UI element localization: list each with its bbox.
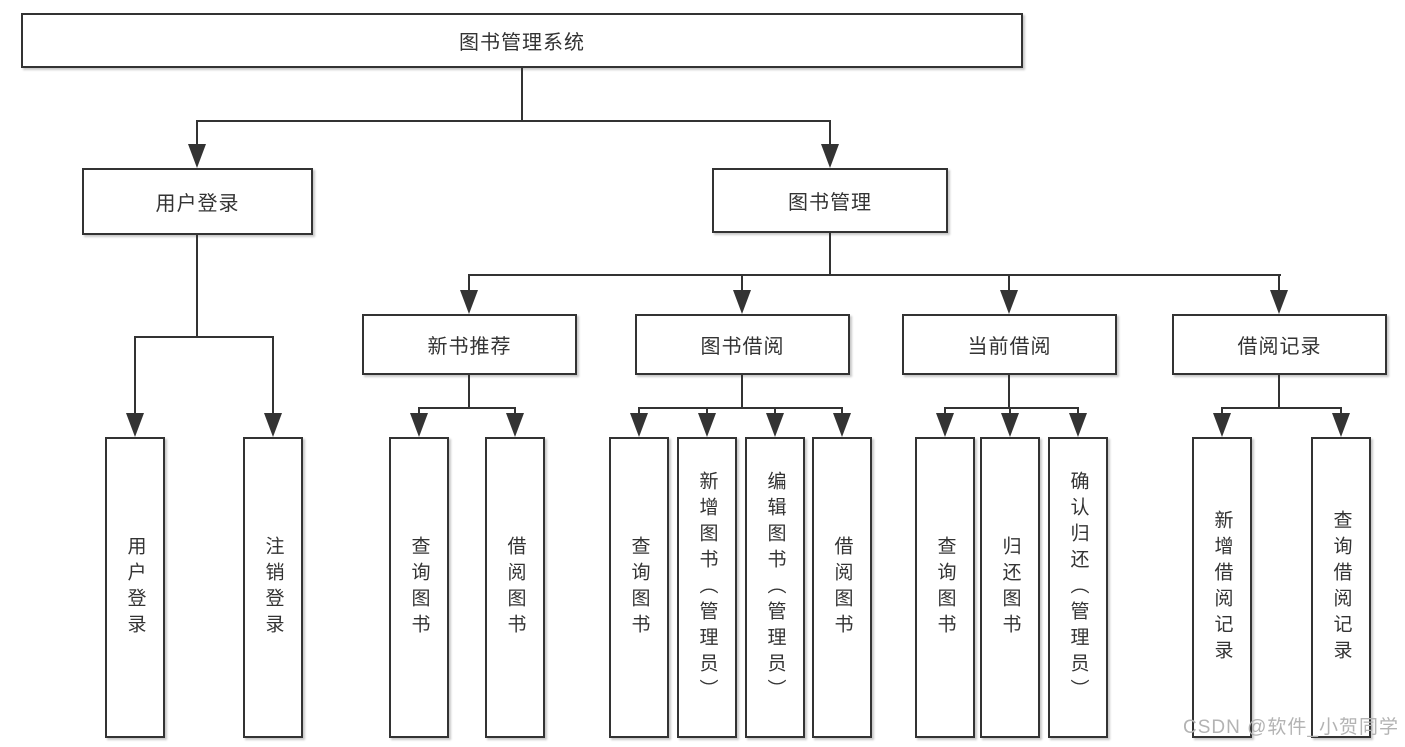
arrow-to-leaf-login [126,413,144,437]
node-book-borrow: 图书借阅 [635,314,850,375]
leaf-logout: 注销登录 [243,437,303,738]
node-user-login-label: 用户登录 [155,193,240,215]
arrow-to-leaf7 [766,413,784,437]
arrow-to-borrow-records [1270,290,1288,314]
node-book-management-label: 图书管理 [788,192,872,214]
arrow-to-leaf-logout [264,413,282,437]
node-new-book-recommend-label: 新书推荐 [427,336,512,358]
connector-stem-new-books [468,276,470,290]
connector-stem-leaf9 [944,409,946,413]
arrow-to-book-management [821,144,839,168]
connector-newbooks-hline [418,407,516,409]
connector-stem-leaf10 [1009,409,1011,413]
connector-bookborrow-hline [638,407,843,409]
connector-stem-leaf6 [706,409,708,413]
node-current-borrow-label: 当前借阅 [967,336,1052,358]
connector-stem-leaf12 [1221,409,1223,413]
leaf-borrow-books: 借阅图书 [812,437,872,738]
leaf-add-borrow-record: 新增借阅记录 [1192,437,1252,738]
leaf-query-borrow-record: 查询借阅记录 [1311,437,1371,738]
connector-bookmgmt-hline [468,274,1281,276]
leaf-query-books-recommend-label: 查询图书 [408,535,430,640]
csdn-watermark: CSDN @软件_小贺同学 [1183,717,1399,738]
arrow-to-leaf4 [506,413,524,437]
arrow-to-leaf11 [1069,413,1087,437]
leaf-query-books-current: 查询图书 [915,437,975,738]
node-borrow-records-label: 借阅记录 [1237,336,1322,358]
leaf-confirm-return-admin: 确认归还（管理员） [1048,437,1108,738]
leaf-borrow-books-recommend: 借阅图书 [485,437,545,738]
connector-stem-book-management [829,122,831,144]
connector-stem-current-borrow [1008,276,1010,290]
node-user-login: 用户登录 [82,168,313,235]
connector-root-vline [521,68,523,122]
leaf-query-books-borrow: 查询图书 [609,437,669,738]
leaf-borrow-books-label: 借阅图书 [831,535,853,640]
leaf-confirm-return-admin-label: 确认归还（管理员） [1067,470,1089,705]
node-root-label: 图书管理系统 [459,32,585,54]
leaf-logout-label: 注销登录 [262,535,284,640]
connector-stem-leaf-login [134,338,136,413]
connector-stem-book-borrow [741,276,743,290]
leaf-return-books-label: 归还图书 [999,535,1021,640]
leaf-query-books-recommend: 查询图书 [389,437,449,738]
leaf-query-borrow-record-label: 查询借阅记录 [1330,509,1352,666]
arrow-to-user-login [188,144,206,168]
connector-stem-leaf3 [418,409,420,413]
arrow-to-leaf12 [1213,413,1231,437]
connector-currentborrow-vline [1008,375,1010,409]
arrow-to-new-books [460,290,478,314]
arrow-to-leaf13 [1332,413,1350,437]
arrow-to-leaf9 [936,413,954,437]
connector-userlogin-vline [196,235,198,338]
leaf-query-books-current-label: 查询图书 [934,535,956,640]
connector-bookborrow-vline [741,375,743,409]
connector-records-hline [1221,407,1342,409]
node-book-borrow-label: 图书借阅 [700,336,785,358]
node-borrow-records: 借阅记录 [1172,314,1387,375]
leaf-edit-books-admin: 编辑图书（管理员） [745,437,805,738]
connector-stem-leaf5 [638,409,640,413]
arrow-to-leaf10 [1001,413,1019,437]
node-new-book-recommend: 新书推荐 [362,314,577,375]
connector-userlogin-hline [134,336,274,338]
leaf-borrow-books-recommend-label: 借阅图书 [504,535,526,640]
node-current-borrow: 当前借阅 [902,314,1117,375]
connector-bookmgmt-vline [829,233,831,276]
arrow-to-leaf5 [630,413,648,437]
leaf-add-borrow-record-label: 新增借阅记录 [1211,509,1233,666]
leaf-user-login-label: 用户登录 [124,535,146,640]
connector-currentborrow-hline [944,407,1079,409]
arrow-to-leaf3 [410,413,428,437]
node-book-management: 图书管理 [712,168,948,233]
leaf-user-login: 用户登录 [105,437,165,738]
connector-stem-borrow-records [1278,276,1280,290]
connector-records-vline [1278,375,1280,409]
arrow-to-current-borrow [1000,290,1018,314]
leaf-query-books-borrow-label: 查询图书 [628,535,650,640]
arrow-to-leaf8 [833,413,851,437]
connector-stem-leaf11 [1077,409,1079,413]
leaf-add-books-admin-label: 新增图书（管理员） [696,470,718,705]
arrow-to-leaf6 [698,413,716,437]
leaf-return-books: 归还图书 [980,437,1040,738]
connector-stem-leaf7 [774,409,776,413]
connector-stem-leaf8 [841,409,843,413]
connector-stem-leaf13 [1340,409,1342,413]
connector-newbooks-vline [468,375,470,409]
connector-stem-leaf4 [514,409,516,413]
connector-stem-leaf-logout [272,338,274,413]
leaf-edit-books-admin-label: 编辑图书（管理员） [764,470,786,705]
leaf-add-books-admin: 新增图书（管理员） [677,437,737,738]
arrow-to-book-borrow [733,290,751,314]
node-root: 图书管理系统 [21,13,1023,68]
connector-root-hline [196,120,831,122]
connector-stem-user-login [196,122,198,144]
